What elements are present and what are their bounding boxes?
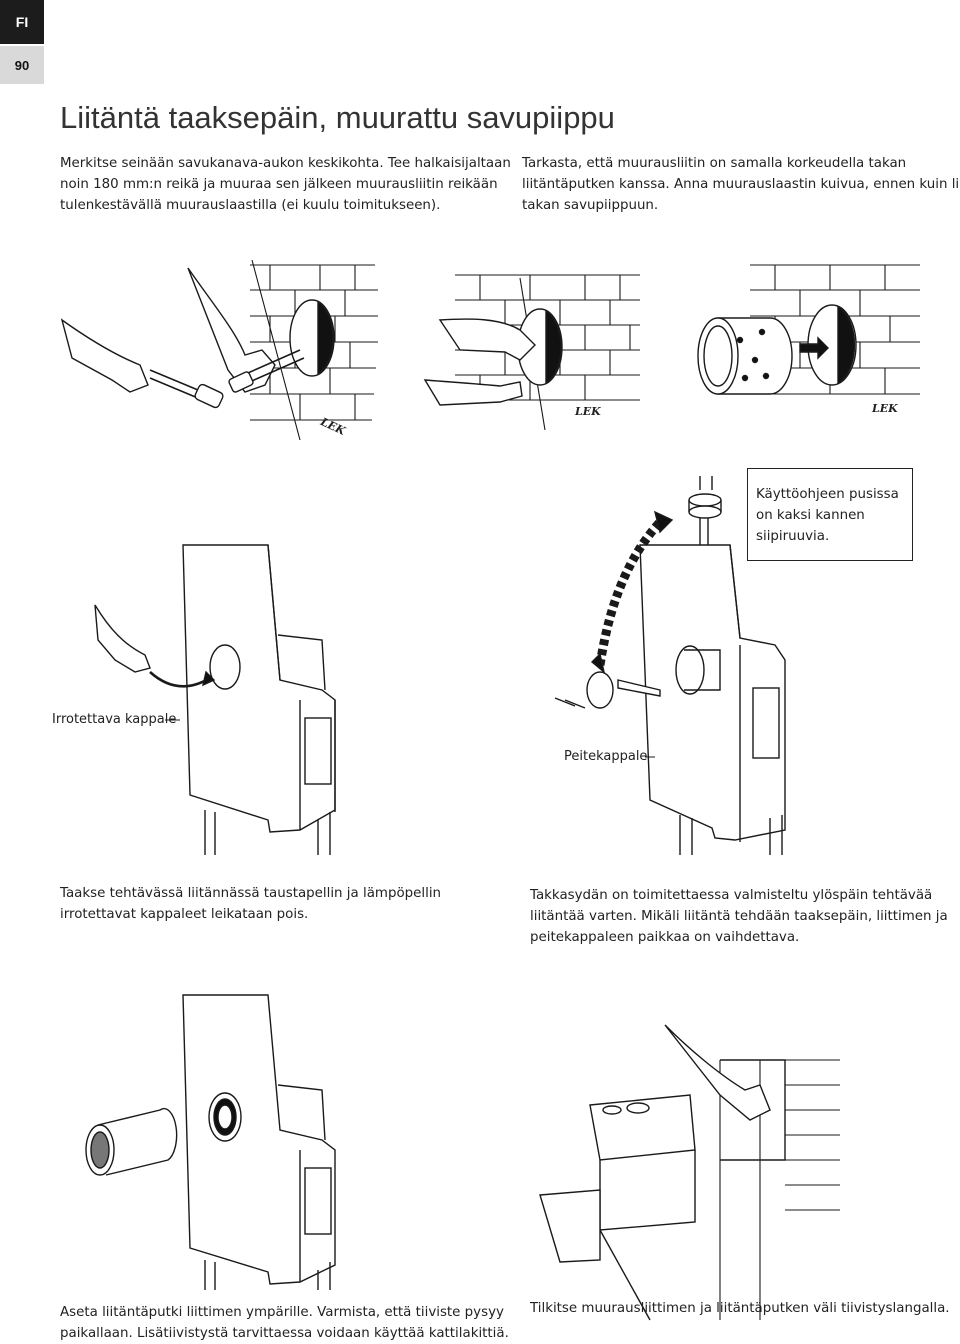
callout-line: Käyttöohjeen pusissa (756, 487, 899, 502)
callout-line: siipiruuvia. (756, 529, 830, 544)
illustration-wall-connector (697, 264, 920, 395)
text-line: takan savupiippuun. (522, 198, 659, 213)
cover-part-label: Peitekappale (564, 749, 648, 764)
brand-mark: LEK (575, 405, 601, 418)
page-title: Liitäntä taaksepäin, muurattu savupiippu (60, 100, 615, 135)
illustration-stove-sealing (539, 1024, 840, 1321)
illustration-wall-mortar (423, 274, 640, 431)
illustration-stove-cutout (94, 544, 336, 855)
mid-right-text: Takkasydän on toimitettaessa valmisteltu… (530, 885, 948, 948)
illustration-stove-swap (554, 476, 786, 855)
text-line: liitäntäputken kanssa. Anna muurauslaast… (522, 177, 960, 192)
intro-right-text: Tarkasta, että muurausliitin on samalla … (522, 153, 960, 216)
text-line: peitekappaleen paikkaa on vaihdettava. (530, 930, 800, 945)
text-line: tulenkestävällä muurauslaastilla (ei kuu… (60, 198, 441, 213)
intro-left-text: Merkitse seinään savukanava-aukon keskik… (60, 153, 511, 216)
removable-part-label: Irrotettava kappale (52, 712, 177, 727)
illustration-wall-chisel (60, 259, 378, 441)
brand-mark: LEK (872, 402, 898, 415)
text-line: liitäntää varten. Mikäli liitäntä tehdää… (530, 909, 948, 924)
callout-box: Käyttöohjeen pusissa on kaksi kannen sii… (747, 468, 913, 561)
text-line: irrotettavat kappaleet leikataan pois. (60, 907, 309, 922)
callout-line: on kaksi kannen (756, 508, 865, 523)
text-line: Merkitse seinään savukanava-aukon keskik… (60, 156, 511, 171)
bottom-left-text: Aseta liitäntäputki liittimen ympärille.… (60, 1302, 509, 1344)
text-line: Tilkitse muurausliittimen ja liitäntäput… (530, 1301, 950, 1316)
bottom-right-text: Tilkitse muurausliittimen ja liitäntäput… (530, 1298, 950, 1319)
illustration-stove-pipe (85, 994, 336, 1290)
text-line: noin 180 mm:n reikä ja muuraa sen jälkee… (60, 177, 498, 192)
text-line: paikallaan. Lisätiivistystä tarvittaessa… (60, 1326, 509, 1341)
mid-left-text: Taakse tehtävässä liitännässä taustapell… (60, 883, 441, 925)
text-line: Taakse tehtävässä liitännässä taustapell… (60, 886, 442, 901)
text-line: Tarkasta, että muurausliitin on samalla … (522, 156, 907, 171)
text-line: Aseta liitäntäputki liittimen ympärille.… (60, 1305, 504, 1320)
text-line: Takkasydän on toimitettaessa valmisteltu… (530, 888, 933, 903)
page-number: 90 (0, 46, 44, 84)
language-tab: FI (0, 0, 44, 44)
